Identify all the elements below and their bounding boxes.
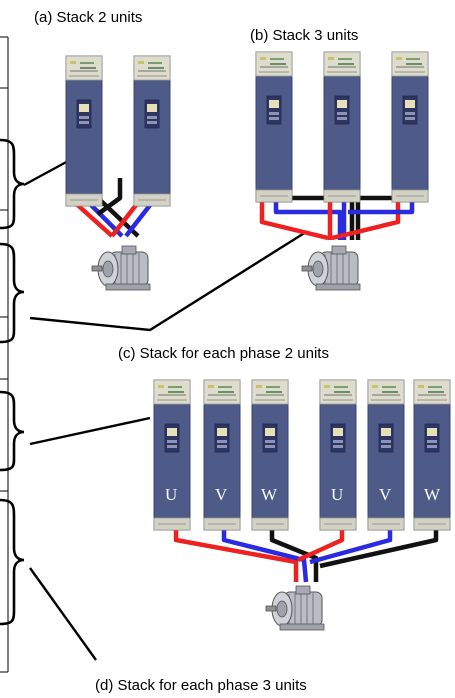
- inverter-unit-icon: [413, 379, 451, 531]
- leader-line-d: [29, 567, 97, 661]
- diagram-d: U V W U V W: [153, 379, 451, 631]
- inverter-unit-icon: [133, 55, 171, 207]
- inverter-unit-icon: [255, 51, 293, 203]
- leader-line-c: [29, 416, 151, 446]
- inverter-unit-icon: [65, 55, 103, 207]
- inverter-unit-icon: [367, 379, 405, 531]
- inverter-unit-icon: [391, 51, 429, 203]
- phase-label: U: [331, 485, 343, 504]
- caption-c: (c) Stack for each phase 2 units: [118, 345, 329, 362]
- motor-icon: [265, 585, 325, 631]
- inverter-unit-icon: [323, 51, 361, 203]
- caption-a: (a) Stack 2 units: [34, 9, 142, 26]
- phase-label: W: [261, 485, 278, 504]
- caption-d: (d) Stack for each phase 3 units: [95, 677, 307, 694]
- curly-brace-icon: [0, 138, 25, 230]
- phase-label: V: [379, 485, 392, 504]
- inverter-unit-icon: [203, 379, 241, 531]
- motor-icon: [301, 245, 361, 291]
- phase-label: U: [165, 485, 177, 504]
- curly-brace-icon: [0, 498, 25, 626]
- table-edge: [0, 36, 9, 673]
- curly-brace-icon: [0, 390, 25, 472]
- inverter-unit-icon: [153, 379, 191, 531]
- phase-label: V: [215, 485, 228, 504]
- leader-line-b: [29, 230, 307, 332]
- curly-brace-icon: [0, 242, 25, 344]
- leader-line-a: [23, 158, 71, 187]
- diagram-b: [255, 51, 429, 291]
- inverter-unit-icon: [251, 379, 289, 531]
- inverter-unit-icon: [319, 379, 357, 531]
- caption-b: (b) Stack 3 units: [250, 27, 358, 44]
- motor-icon: [91, 245, 151, 291]
- diagram-a: [65, 55, 171, 291]
- phase-label: W: [424, 485, 441, 504]
